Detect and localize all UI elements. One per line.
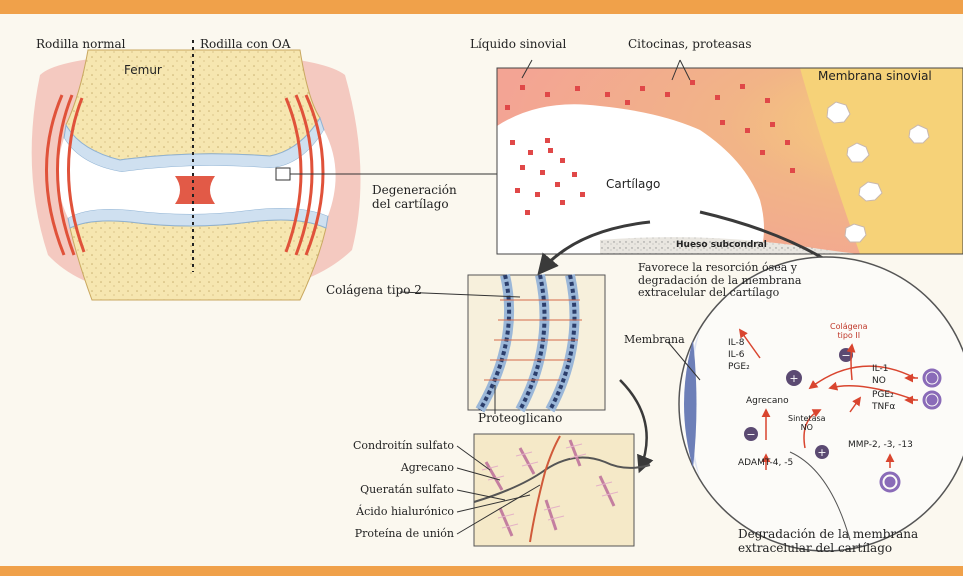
- il1-label: IL-1: [872, 364, 888, 374]
- femur-label: Femur: [124, 64, 162, 78]
- link-protein-label: Proteína de unión: [312, 528, 454, 541]
- no-synthase-label: Sintetasa NO: [788, 414, 826, 432]
- collagen-ii-label: Colágena tipo II: [830, 322, 868, 340]
- resorption-caption: Favorece la resorción ósea y degradación…: [638, 262, 801, 300]
- il8-label: IL-8: [728, 338, 744, 348]
- pge2-left-label: PGE₂: [728, 362, 750, 372]
- hyaluronic-label: Ácido hialurónico: [312, 506, 454, 519]
- synovial-fluid-label: Líquido sinovial: [470, 38, 566, 52]
- cytokines-label: Citocinas, proteasas: [628, 38, 752, 52]
- il6-label: IL-6: [728, 350, 744, 360]
- chondrocyte-cell: + − − +: [668, 257, 963, 551]
- svg-text:−: −: [841, 349, 850, 362]
- svg-text:+: +: [789, 372, 798, 385]
- agrecano-cell-label: Agrecano: [746, 396, 789, 406]
- degeneration-label: Degeneración del cartílago: [372, 184, 457, 212]
- membrane-label: Membrana: [624, 334, 685, 347]
- tibia-bone: [70, 220, 326, 300]
- normal-knee-label: Rodilla normal: [36, 38, 125, 52]
- proteoglycan-label: Proteoglicano: [478, 412, 562, 426]
- no-right-label: NO: [872, 376, 886, 386]
- synovial-membrane-label: Membrana sinovial: [818, 70, 932, 84]
- subchondral-bone-label: Hueso subcondral: [676, 240, 767, 250]
- svg-text:+: +: [817, 446, 826, 459]
- agrecan-label: Agrecano: [312, 462, 454, 475]
- pge2-right-label: PGE₂: [872, 390, 894, 400]
- adamt-label: ADAMT-4, -5: [738, 458, 793, 468]
- collagen-type2-label: Colágena tipo 2: [326, 284, 422, 298]
- knee-illustration: [32, 40, 497, 300]
- proteoglycan-box: [457, 434, 650, 546]
- tnfa-label: TNFα: [872, 402, 895, 412]
- collagen-fibril-box: [400, 275, 605, 414]
- cartilage-label: Cartílago: [606, 178, 660, 192]
- chondroitin-label: Condroitín sulfato: [312, 440, 454, 453]
- keratan-label: Queratán sulfato: [312, 484, 454, 497]
- mmp-label: MMP-2, -3, -13: [848, 440, 913, 450]
- oa-knee-label: Rodilla con OA: [200, 38, 290, 52]
- degradation-caption: Degradación de la membrana extracelular …: [738, 528, 918, 556]
- svg-text:−: −: [746, 428, 755, 441]
- cartilage-detail-panel: [497, 60, 963, 254]
